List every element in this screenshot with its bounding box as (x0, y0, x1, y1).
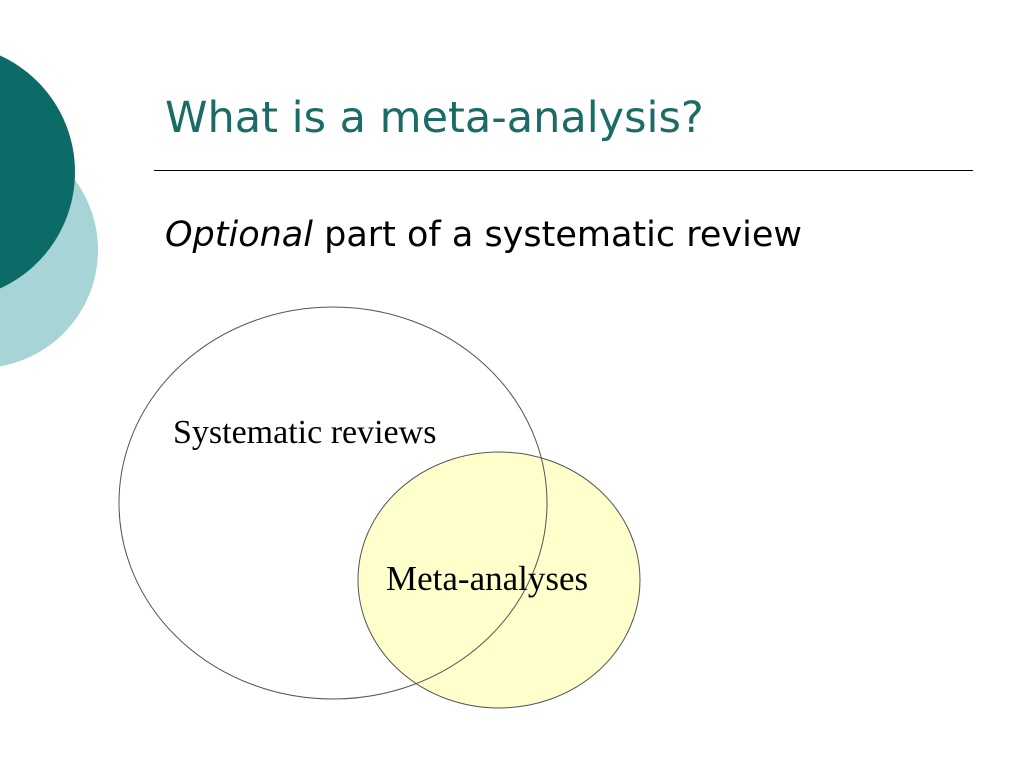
dark-teal-decor-circle (0, 55, 75, 289)
slide-title: What is a meta-analysis? (165, 93, 704, 143)
systematic-reviews-circle (118, 306, 548, 700)
subtitle-text: part of a systematic review (312, 215, 802, 255)
systematic-reviews-label: Systematic reviews (173, 414, 437, 451)
meta-analyses-label: Meta-analyses (386, 559, 589, 598)
meta-analyses-circle (357, 451, 641, 709)
subtitle-emphasis: Optional (165, 215, 313, 255)
slide-decoration (0, 55, 98, 367)
title-underline (154, 170, 973, 171)
slide-subtitle: Optional part of a systematic review (165, 215, 802, 255)
